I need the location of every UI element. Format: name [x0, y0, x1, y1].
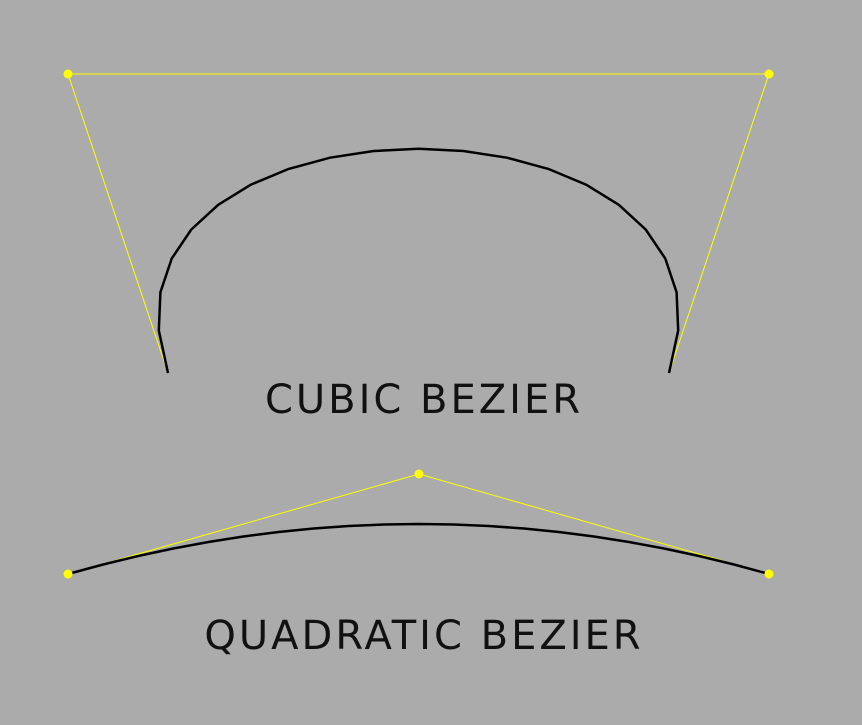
cubic-control-point-2[interactable]	[764, 69, 774, 79]
cubic-bezier-label: CUBIC BEZIER	[265, 377, 583, 423]
quadratic-bezier-group: QUADRATIC BEZIER	[63, 469, 774, 659]
cubic-control-point-1[interactable]	[63, 69, 73, 79]
quadratic-control-point-end[interactable]	[764, 569, 774, 579]
cubic-bezier-curve	[157, 147, 680, 374]
quadratic-bezier-label: QUADRATIC BEZIER	[204, 613, 643, 659]
quadratic-control-point-start[interactable]	[63, 569, 73, 579]
cubic-control-polygon	[67, 73, 770, 374]
quadratic-bezier-curve	[67, 522, 770, 576]
quadratic-control-point-middle[interactable]	[414, 469, 424, 479]
cubic-bezier-group: CUBIC BEZIER	[63, 69, 774, 423]
